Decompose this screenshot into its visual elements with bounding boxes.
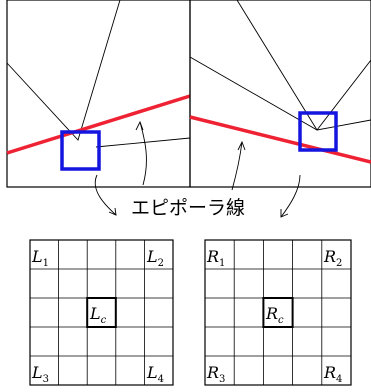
left-block-grid: L1 L2 L3 L4 Lc bbox=[29, 239, 174, 386]
left-image-panel bbox=[6, 0, 191, 188]
arrow-to-right-epipolar bbox=[231, 141, 243, 191]
label-l4: L4 bbox=[146, 363, 164, 385]
right-center-cell bbox=[262, 297, 294, 328]
right-image-frame bbox=[189, 0, 371, 188]
left-object-edge-lower bbox=[95, 137, 191, 148]
right-epipolar-line bbox=[189, 115, 371, 164]
arrow-to-left-epipolar bbox=[139, 121, 147, 186]
arrow-head-left-epipolar bbox=[135, 120, 144, 131]
arrow-head-left-grid bbox=[108, 207, 117, 216]
arrow-head-right-epipolar bbox=[237, 140, 246, 151]
arrow-to-left-grid bbox=[94, 174, 117, 216]
label-r3: R3 bbox=[206, 363, 225, 385]
right-highlight-box bbox=[298, 111, 338, 152]
epipolar-caption: エピポーラ線 bbox=[131, 197, 245, 219]
left-center-cell bbox=[86, 297, 117, 328]
right-object-edges-upper bbox=[236, 0, 371, 131]
caption-arrows bbox=[94, 120, 301, 218]
right-object-edges-lower bbox=[189, 56, 371, 131]
label-rc: Rc bbox=[265, 304, 284, 326]
right-block-grid: R1 R2 R3 R4 Rc bbox=[204, 239, 352, 386]
label-r1: R1 bbox=[206, 247, 225, 269]
left-epipolar-line bbox=[6, 94, 191, 155]
arrow-head-right-grid bbox=[280, 209, 289, 218]
label-l1: L1 bbox=[31, 247, 49, 269]
left-highlight-box bbox=[60, 130, 101, 171]
label-l2: L2 bbox=[146, 247, 164, 269]
right-image-panel bbox=[189, 0, 371, 188]
label-r4: R4 bbox=[323, 363, 342, 385]
left-grid-frame bbox=[29, 239, 174, 386]
label-lc: Lc bbox=[89, 304, 107, 326]
left-object-edges bbox=[6, 0, 121, 141]
right-grid-frame bbox=[204, 239, 352, 386]
label-l3: L3 bbox=[31, 363, 49, 385]
arrow-to-right-grid bbox=[280, 174, 301, 218]
label-r2: R2 bbox=[323, 247, 342, 269]
